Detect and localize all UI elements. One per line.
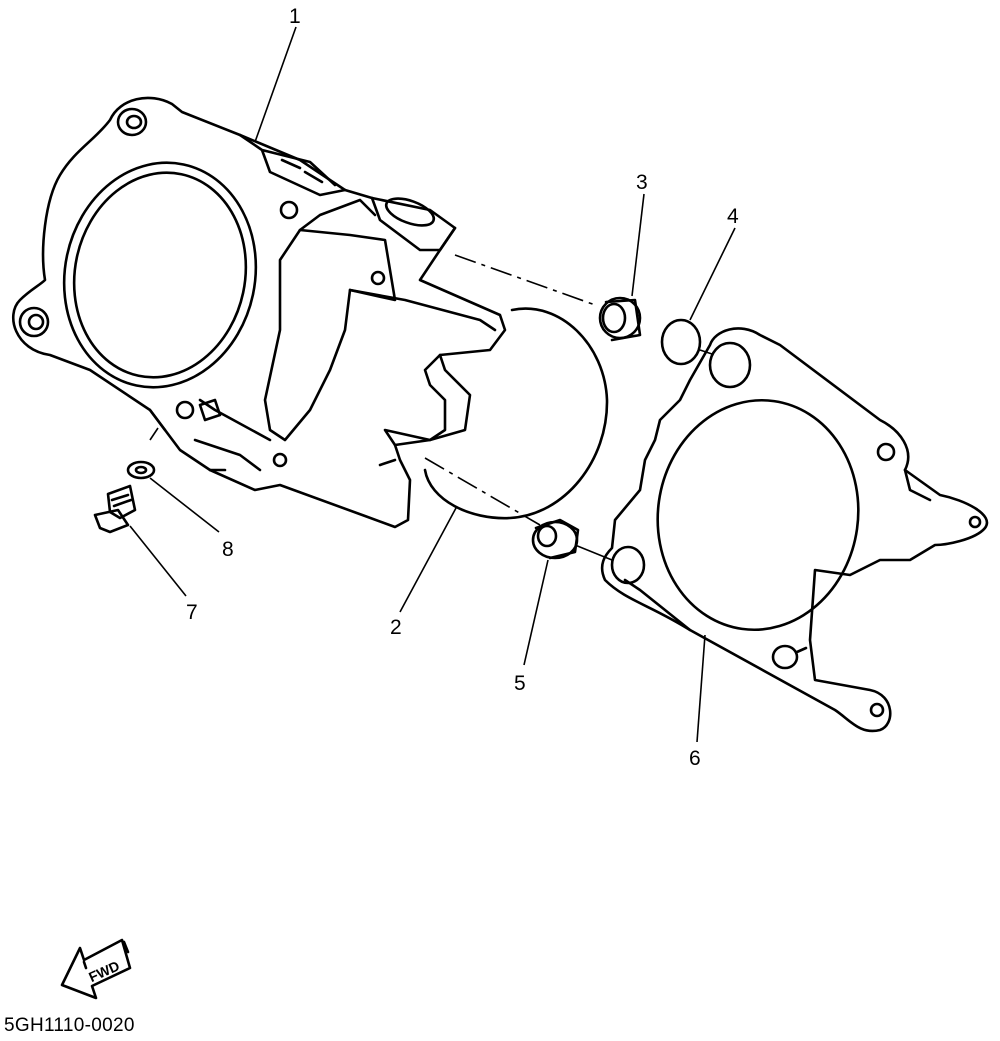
dowel-pin-lower-part — [531, 518, 580, 560]
o-ring-part — [660, 318, 702, 366]
bolt-part — [93, 484, 137, 534]
washer-part — [126, 460, 156, 480]
callout-6: 6 — [689, 747, 701, 770]
drawing-code: 5GH1110-0020 — [4, 1015, 135, 1036]
callout-8: 8 — [222, 538, 234, 561]
gasket-ring-part — [423, 307, 609, 520]
callout-1: 1 — [289, 5, 301, 28]
callout-5: 5 — [514, 672, 526, 695]
callout-2: 2 — [390, 616, 402, 639]
callout-3: 3 — [636, 171, 648, 194]
cylinder-part — [11, 96, 507, 529]
cylinder-gasket-part — [600, 327, 989, 733]
dowel-pin-part — [598, 296, 642, 342]
callout-4: 4 — [727, 205, 739, 228]
leader-lines — [129, 26, 736, 743]
callout-7: 7 — [186, 601, 198, 624]
fwd-arrow-icon: FWD — [60, 938, 132, 1000]
